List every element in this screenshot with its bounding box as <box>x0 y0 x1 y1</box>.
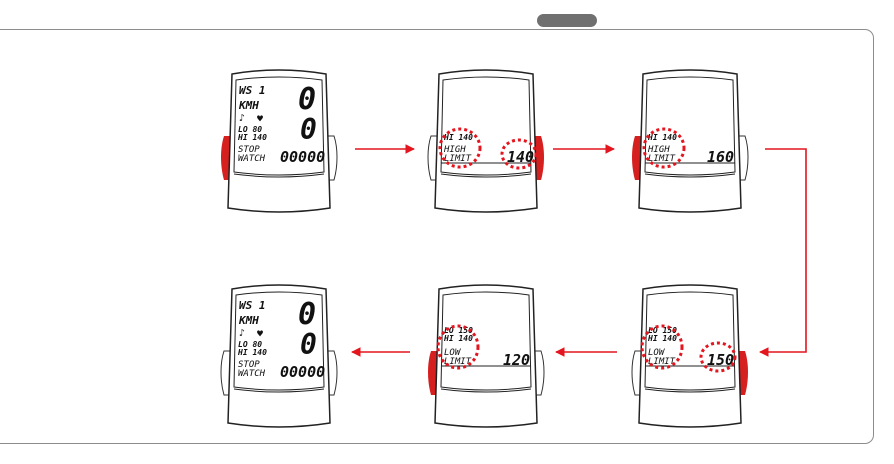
lo-limit-label: LO 150 <box>444 326 473 335</box>
lcd-display <box>233 291 325 391</box>
mode-line2: LIMIT <box>444 357 472 367</box>
blink-indicator-left <box>436 324 480 370</box>
music-note-icon: ♪ <box>239 328 245 339</box>
blink-indicator-left <box>438 127 482 169</box>
blink-indicator-value <box>699 341 737 373</box>
mode-line1: LOW <box>648 348 666 358</box>
hi-limit-label: HI 140 <box>443 133 473 142</box>
device-screen-2: HI 140 HIGH LIMIT 140 <box>427 68 545 214</box>
mode-line2: LIMIT <box>648 154 676 164</box>
limit-value: 120 <box>503 351 530 369</box>
ws-label: WS 1 <box>239 84 266 97</box>
limit-value: 150 <box>707 351 734 369</box>
lcd-display <box>440 76 532 176</box>
heart-icon: ♥ <box>257 329 263 340</box>
device-screen-1: WS 1 KMH 0 0 ♪ ♥ LO 80 HI 140 STOP WATCH… <box>220 68 338 214</box>
timer-value: 00000 <box>280 363 325 381</box>
speed-digit-top: 0 <box>298 82 316 117</box>
ws-label: WS 1 <box>239 299 266 312</box>
lcd-display <box>644 76 736 176</box>
unit-label: KMH <box>238 99 259 112</box>
header-tab <box>537 14 597 27</box>
speed-digit-bottom: 0 <box>300 113 317 146</box>
stop-label: STOP <box>238 145 260 155</box>
stop-label: STOP <box>238 360 260 370</box>
limit-value: 160 <box>707 148 734 166</box>
watch-label: WATCH <box>238 154 266 164</box>
lo-limit-label: LO 80 <box>238 125 262 134</box>
device-screen-5: LO 150 HI 140 LOW LIMIT 120 <box>427 283 545 429</box>
lo-limit-label: LO 80 <box>238 340 262 349</box>
mode-line1: LOW <box>444 348 462 358</box>
mode-line2: LIMIT <box>648 357 676 367</box>
right-button <box>739 351 748 395</box>
hi-limit-label: HI 140 <box>443 334 473 343</box>
lcd-display <box>233 76 325 176</box>
speed-digit-bottom: 0 <box>300 328 317 361</box>
hi-limit-label: HI 140 <box>647 133 677 142</box>
mode-line1: HIGH <box>647 145 670 155</box>
device-screen-3: HI 140 HIGH LIMIT 160 <box>631 68 749 214</box>
left-button <box>632 136 641 180</box>
hi-limit-label: HI 140 <box>647 334 677 343</box>
watch-label: WATCH <box>238 369 266 379</box>
hi-limit-label: HI 140 <box>237 133 267 142</box>
timer-value: 00000 <box>280 148 325 166</box>
diagram-frame <box>0 29 874 444</box>
device-screen-4: LO 150 HI 140 LOW LIMIT 150 <box>631 283 749 429</box>
mode-line1: HIGH <box>443 145 466 155</box>
blink-indicator-left <box>642 127 686 169</box>
heart-icon: ♥ <box>257 114 263 125</box>
blink-indicator-left <box>640 324 684 370</box>
left-button <box>221 136 230 180</box>
mode-line2: LIMIT <box>444 154 472 164</box>
limit-value: 140 <box>507 148 534 166</box>
lo-limit-label: LO 150 <box>648 326 677 335</box>
left-button <box>428 351 437 395</box>
music-note-icon: ♪ <box>239 113 245 124</box>
speed-digit-top: 0 <box>298 297 316 332</box>
unit-label: KMH <box>238 314 259 327</box>
device-screen-6: WS 1 KMH 0 0 ♪ ♥ LO 80 HI 140 STOP WATCH… <box>220 283 338 429</box>
blink-indicator-value <box>500 138 538 170</box>
right-button <box>535 136 544 180</box>
hi-limit-label: HI 140 <box>237 348 267 357</box>
